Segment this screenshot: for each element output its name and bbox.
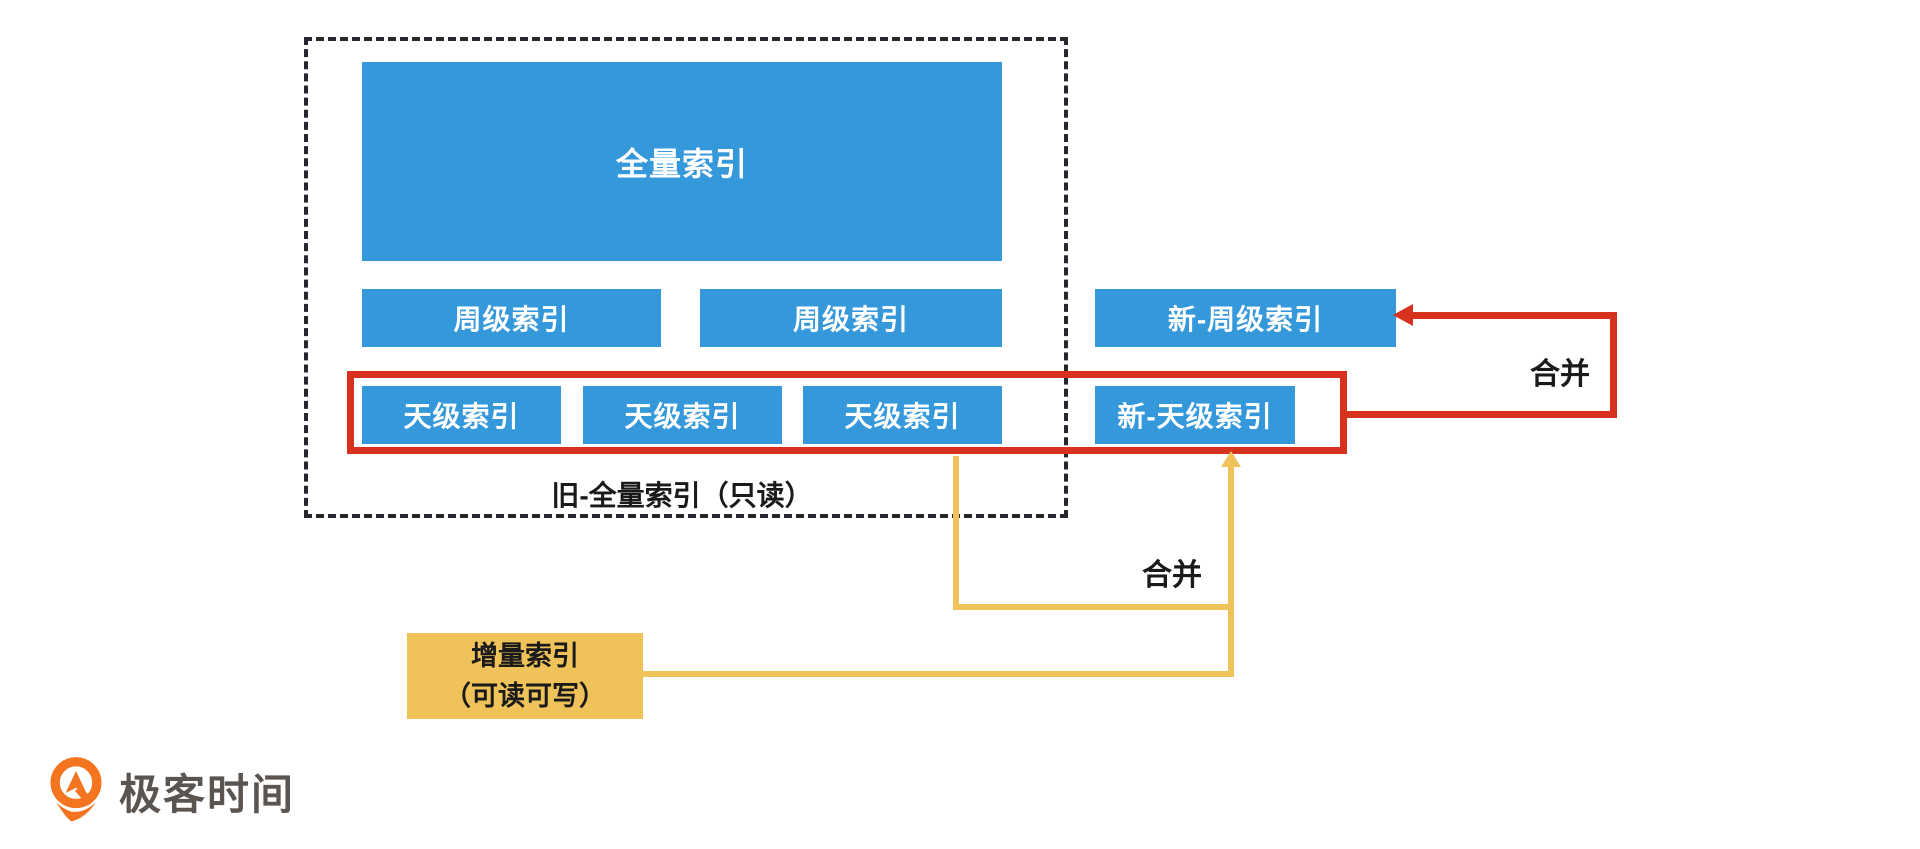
- new-day-index-box: 新-天级索引: [1095, 386, 1295, 444]
- day-index-label-2: 天级索引: [624, 401, 741, 432]
- incremental-index-box: 增量索引 （可读可写）: [407, 633, 643, 719]
- old-full-index-group: [304, 37, 1068, 518]
- yellow-merge-line-from-incremental: [640, 671, 1234, 677]
- day-index-box-2: 天级索引: [583, 386, 782, 444]
- merge-label-yellow: 合并: [1142, 559, 1202, 592]
- full-index-box: 全量索引: [362, 62, 1002, 261]
- incremental-index-label-line1: 增量索引: [471, 641, 579, 671]
- day-index-label-1: 天级索引: [403, 401, 520, 432]
- full-index-label: 全量索引: [615, 145, 748, 182]
- red-merge-arrowhead-icon: [1393, 304, 1413, 326]
- day-index-box-1: 天级索引: [362, 386, 561, 444]
- red-merge-line-bottom: [1347, 411, 1617, 418]
- incremental-index-label-line2: （可读可写）: [444, 681, 606, 711]
- geektime-logo-icon: [47, 756, 105, 827]
- geektime-logo: 极客时间: [47, 756, 295, 827]
- yellow-merge-arrowhead-icon: [1221, 451, 1241, 467]
- yellow-merge-line-middle: [953, 604, 1234, 610]
- yellow-merge-line-from-day: [953, 456, 959, 608]
- yellow-merge-line-vertical: [1228, 466, 1234, 677]
- old-full-index-caption: 旧-全量索引（只读）: [551, 480, 813, 511]
- week-index-label-1: 周级索引: [453, 304, 570, 335]
- merge-label-red: 合并: [1530, 358, 1590, 391]
- red-merge-line-top: [1412, 312, 1617, 319]
- week-index-box-1: 周级索引: [362, 289, 661, 347]
- geektime-logo-text: 极客时间: [119, 771, 296, 818]
- new-day-index-label: 新-天级索引: [1117, 401, 1273, 432]
- week-index-box-2: 周级索引: [700, 289, 1002, 347]
- day-row-highlight-rect: [347, 371, 1347, 454]
- week-index-label-2: 周级索引: [792, 304, 909, 335]
- new-week-index-box: 新-周级索引: [1095, 289, 1396, 347]
- day-index-box-3: 天级索引: [803, 386, 1002, 444]
- red-merge-line-vertical: [1610, 312, 1617, 418]
- day-index-label-3: 天级索引: [844, 401, 961, 432]
- new-week-index-label: 新-周级索引: [1167, 304, 1324, 335]
